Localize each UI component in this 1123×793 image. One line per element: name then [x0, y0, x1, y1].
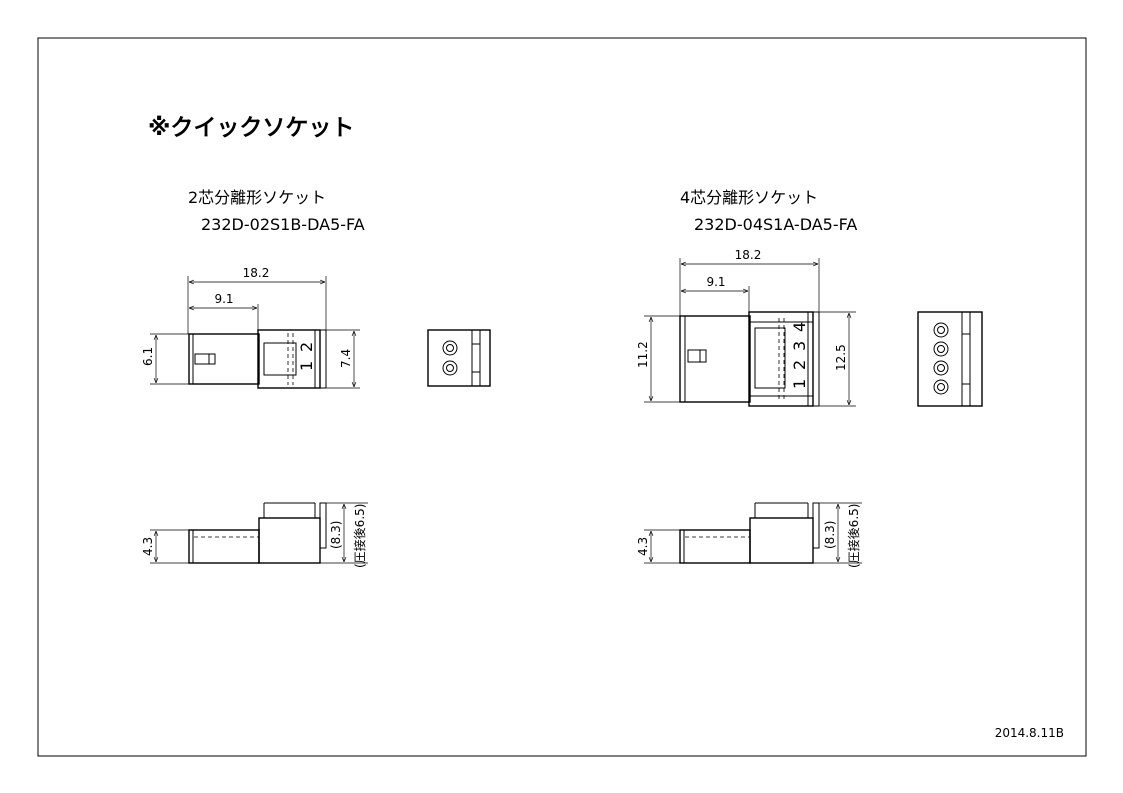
right-pin-1: 1 — [790, 379, 809, 389]
right-pin-2: 2 — [790, 360, 809, 370]
right-dim-side-total: (8.3) — [823, 521, 837, 549]
revision-date: 2014.8.11B — [995, 726, 1064, 740]
right-side-view: 4.3 (8.3) (圧接後6.5) — [636, 502, 862, 568]
right-pin-4: 4 — [790, 322, 809, 332]
right-dim-half: 9.1 — [706, 275, 725, 289]
left-dim-side-total: (8.3) — [329, 521, 343, 549]
left-pin-1: 1 — [297, 361, 316, 371]
left-dim-body-height: 7.4 — [339, 349, 353, 368]
right-top-view: 18.2 9.1 1 2 3 4 11.2 — [636, 248, 856, 407]
right-dim-body-height: 12.5 — [834, 344, 848, 371]
left-dim-plug-height: 6.1 — [141, 347, 155, 366]
page-title: ※クイックソケット — [148, 115, 354, 141]
left-dim-side-height: 4.3 — [141, 537, 155, 556]
left-pin-2: 2 — [297, 342, 316, 352]
right-dim-side-note: (圧接後6.5) — [846, 504, 861, 568]
right-end-view — [917, 311, 983, 407]
right-dim-length: 18.2 — [735, 248, 762, 262]
left-end-view — [427, 329, 491, 387]
left-side-view: 4.3 (8.3) (圧接後6.5) — [141, 502, 368, 568]
right-socket-part: 232D-04S1A-DA5-FA — [694, 215, 857, 234]
left-dim-half: 9.1 — [214, 292, 233, 306]
right-dim-side-height: 4.3 — [636, 537, 650, 556]
right-dim-plug-height: 11.2 — [636, 341, 650, 368]
right-pin-3: 3 — [790, 341, 809, 351]
left-top-view: 18.2 9.1 1 2 6.1 — [141, 266, 360, 389]
left-dim-length: 18.2 — [243, 266, 270, 280]
left-socket: 2芯分離形ソケット 232D-02S1B-DA5-FA 18.2 9.1 1 — [141, 188, 491, 568]
left-dim-side-note: (圧接後6.5) — [352, 504, 367, 568]
right-socket: 4芯分離形ソケット 232D-04S1A-DA5-FA 18.2 9.1 1 — [636, 188, 983, 568]
sheet-border — [37, 37, 1087, 757]
right-socket-name: 4芯分離形ソケット — [680, 188, 818, 207]
left-socket-part: 232D-02S1B-DA5-FA — [201, 215, 365, 234]
left-socket-name: 2芯分離形ソケット — [188, 188, 326, 207]
